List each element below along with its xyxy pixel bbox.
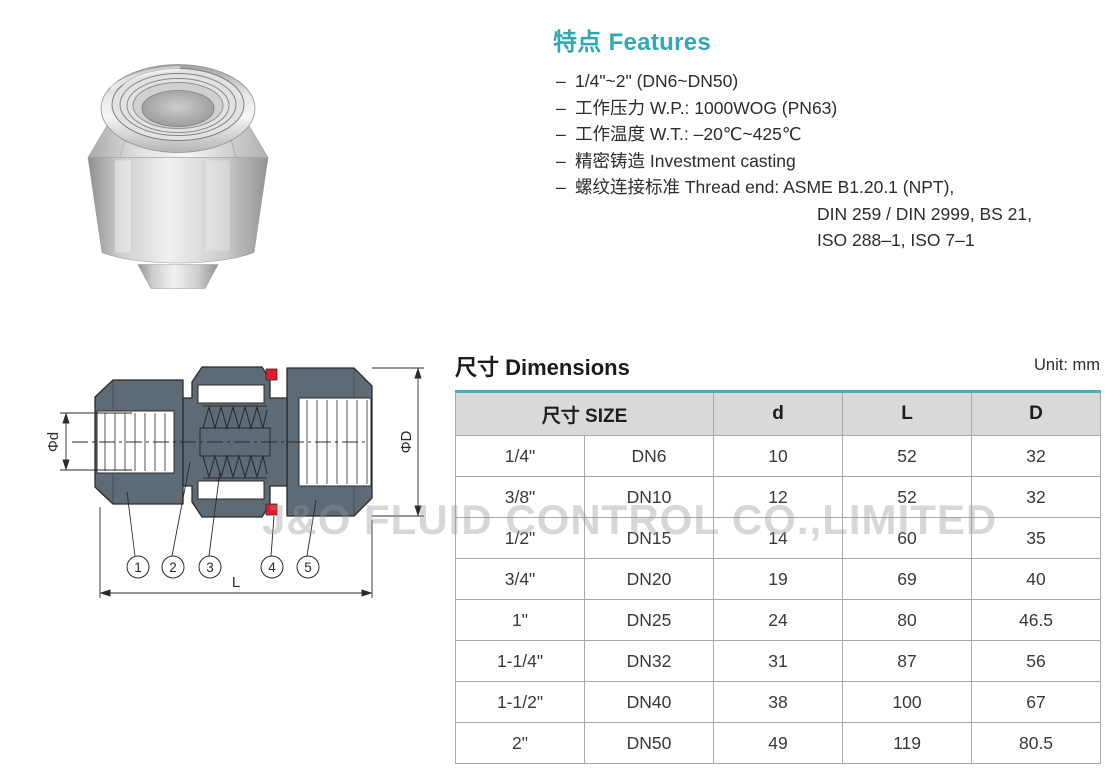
table-row: 1/2" DN15 14 60 35 [455,517,1102,559]
table-row: 1/4" DN6 10 52 32 [455,435,1102,477]
phi-d-label: Φd [45,432,62,452]
cell-D: 56 [971,640,1102,682]
retainer-slot-top [197,384,265,404]
feature-text: 1/4"~2" (DN6~DN50) [575,71,739,91]
dimension-phi-d [60,412,132,471]
cell-size-dn: DN10 [583,476,715,518]
table-row: 1" DN25 24 80 46.5 [455,599,1102,641]
L-label: L [232,574,240,591]
feature-item: – 1/4"~2" (DN6~DN50) [553,68,1093,95]
spring [202,404,268,480]
bullet-dash: – [556,124,566,144]
bullet-dash: – [556,177,566,197]
feature-text: 工作温度 W.T.: –20℃~425℃ [575,124,802,144]
product-photo [87,64,269,289]
features-list: – 1/4"~2" (DN6~DN50) – 工作压力 W.P.: 1000WO… [553,68,1093,254]
header-size: 尺寸 SIZE [454,391,715,436]
cell-size-inch: 3/4" [455,558,585,600]
dimension-phi-D [372,367,424,517]
feature-item: – 精密铸造 Investment casting [553,148,1093,175]
header-L: L [842,391,973,436]
cell-d: 38 [713,681,844,723]
cell-D: 67 [971,681,1102,723]
cell-L: 100 [842,681,973,723]
cell-d: 24 [713,599,844,641]
cell-D: 32 [971,476,1102,518]
dimensions-title: 尺寸 Dimensions [455,355,630,380]
cell-size-dn: DN25 [583,599,715,641]
callout-5: 5 [304,560,312,575]
table-row: 2" DN50 49 119 80.5 [455,722,1102,764]
callout-3: 3 [206,560,214,575]
cell-d: 10 [713,435,844,477]
dimensions-table: 尺寸 SIZE d L D 1/4" DN6 10 52 32 3/8" DN1… [454,390,1102,764]
technical-drawing: Φd ΦD L 1 [45,366,424,598]
retainer-slot-bottom [197,480,265,500]
cell-L: 119 [842,722,973,764]
valve-body [87,157,269,264]
cell-L: 80 [842,599,973,641]
table-row: 3/8" DN10 12 52 32 [455,476,1102,518]
cell-size-inch: 1/4" [455,435,585,477]
table-row: 3/4" DN20 19 69 40 [455,558,1102,600]
cell-d: 19 [713,558,844,600]
unit-label: Unit: mm [1034,356,1100,374]
phi-D-label: ΦD [398,430,415,453]
cell-D: 46.5 [971,599,1102,641]
cell-L: 52 [842,476,973,518]
cell-D: 35 [971,517,1102,559]
feature-text: 螺纹连接标准 Thread end: ASME B1.20.1 (NPT), [575,177,955,197]
cell-size-inch: 1-1/4" [455,640,585,682]
header-d: d [713,391,844,436]
feature-text: 工作压力 W.P.: 1000WOG (PN63) [575,97,838,118]
table-row: 1-1/2" DN40 38 100 67 [455,681,1102,723]
cell-d: 14 [713,517,844,559]
cell-size-dn: DN6 [583,435,715,477]
feature-continuation: ISO 288–1, ISO 7–1 [817,230,975,250]
cell-d: 49 [713,722,844,764]
cell-size-dn: DN15 [583,517,715,559]
valve-bore [141,90,215,127]
cell-size-dn: DN50 [583,722,715,764]
callout-2: 2 [169,560,177,575]
cell-D: 80.5 [971,722,1102,764]
cell-size-inch: 2" [455,722,585,764]
cell-d: 12 [713,476,844,518]
feature-item: – 螺纹连接标准 Thread end: ASME B1.20.1 (NPT), [553,174,1093,201]
valve-bottom-hex [137,264,219,289]
cell-size-inch: 1-1/2" [455,681,585,723]
feature-item: – 工作温度 W.T.: –20℃~425℃ [553,121,1093,148]
cell-d: 31 [713,640,844,682]
feature-continuation: DIN 259 / DIN 2999, BS 21, [817,203,1032,224]
feature-text: 精密铸造 Investment casting [575,150,796,171]
cell-size-inch: 1" [455,599,585,641]
callout-leaders [126,461,317,557]
seal-marker-bottom [265,503,278,516]
cell-L: 60 [842,517,973,559]
table-row: 1-1/4" DN32 31 87 56 [455,640,1102,682]
cell-L: 52 [842,435,973,477]
cell-size-dn: DN20 [583,558,715,600]
bullet-dash: – [556,97,566,118]
dimension-L [99,507,373,598]
seal-marker-top [265,368,278,381]
cell-size-inch: 1/2" [455,517,585,559]
table-header-row: 尺寸 SIZE d L D [454,391,1102,436]
cell-L: 87 [842,640,973,682]
features-section: 特点 Features – 1/4"~2" (DN6~DN50) – 工作压力 … [553,22,1093,254]
cell-size-inch: 3/8" [455,476,585,518]
cell-size-dn: DN32 [583,640,715,682]
cell-L: 69 [842,558,973,600]
callout-1: 1 [134,560,142,575]
header-D: D [971,391,1102,436]
bullet-dash: – [556,150,566,171]
cell-D: 32 [971,435,1102,477]
callout-4: 4 [268,560,276,575]
cell-D: 40 [971,558,1102,600]
bullet-dash: – [556,71,566,91]
features-title: 特点 Features [553,29,712,56]
feature-item: – 工作压力 W.P.: 1000WOG (PN63) [553,95,1093,122]
callout-balloons: 1 2 3 4 5 [126,555,320,579]
cell-size-dn: DN40 [583,681,715,723]
